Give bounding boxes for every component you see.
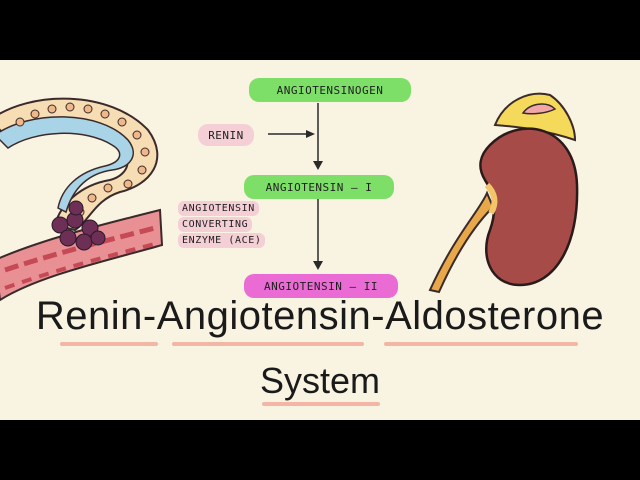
underline-system bbox=[262, 402, 380, 406]
title-aldosterone: Aldosterone bbox=[385, 294, 605, 338]
ace-line-3: ENZYME (ACE) bbox=[178, 233, 266, 248]
title-line-1: Renin-Angiotensin-Aldosterone bbox=[0, 294, 640, 339]
title-angiotensin: Angiotensin bbox=[156, 294, 372, 338]
underline-renin bbox=[60, 342, 158, 346]
underline-aldosterone bbox=[384, 342, 578, 346]
angiotensinogen-label: ANGIOTENSINOGEN bbox=[249, 78, 411, 102]
flow-arrows bbox=[268, 103, 323, 270]
title-hyphen-1: - bbox=[142, 294, 157, 338]
ace-enzyme-label: ANGIOTENSIN CONVERTING ENZYME (ACE) bbox=[178, 201, 296, 249]
diagram-canvas: ANGIOTENSINOGEN RENIN ANGIOTENSIN – I AN… bbox=[0, 60, 640, 420]
kidney-illustration bbox=[428, 92, 579, 294]
angiotensin-2-label: ANGIOTENSIN – II bbox=[244, 274, 398, 298]
bottom-letterbox bbox=[0, 420, 640, 480]
nephron-illustration bbox=[0, 97, 164, 302]
underline-angiotensin bbox=[172, 342, 364, 346]
ace-line-2: CONVERTING bbox=[178, 217, 253, 232]
renin-label: RENIN bbox=[198, 124, 254, 146]
title-renin: Renin bbox=[35, 294, 143, 338]
top-letterbox bbox=[0, 0, 640, 60]
title-hyphen-2: - bbox=[371, 294, 386, 338]
title-line-2: System bbox=[259, 360, 381, 401]
ace-line-1: ANGIOTENSIN bbox=[178, 201, 259, 216]
angiotensin-1-label: ANGIOTENSIN – I bbox=[244, 175, 394, 199]
